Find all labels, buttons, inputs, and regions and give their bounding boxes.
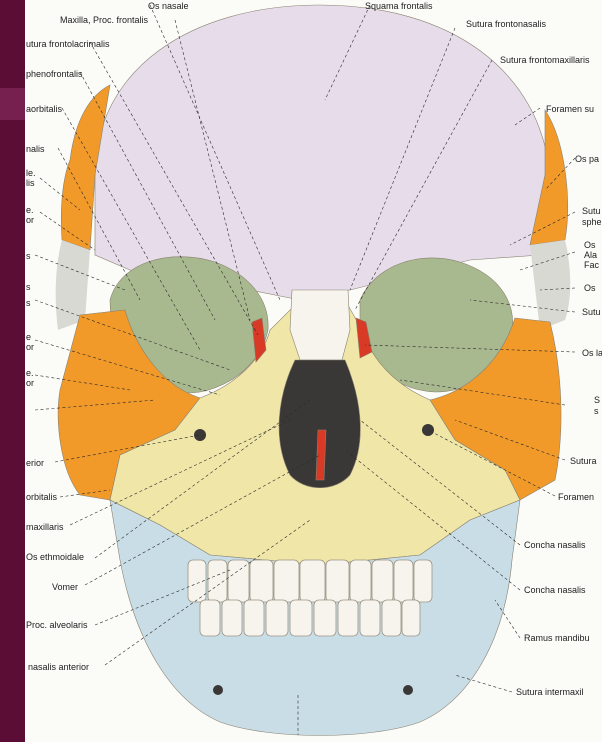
label-right-13: S bbox=[594, 395, 600, 405]
label-os-nasale: Os nasale bbox=[148, 1, 189, 11]
label-left-9: or bbox=[26, 215, 34, 225]
label-right-12: Os la bbox=[582, 348, 602, 358]
label-left-19: maxillaris bbox=[26, 522, 64, 532]
label-left-7: lis bbox=[26, 178, 35, 188]
label-left-8: e. bbox=[26, 205, 34, 215]
upper-tooth bbox=[414, 560, 432, 602]
label-right-19: Ramus mandibu bbox=[524, 633, 590, 643]
lower-tooth bbox=[314, 600, 336, 636]
label-right-5: Sutu bbox=[582, 206, 601, 216]
label-left-17: erior bbox=[26, 458, 44, 468]
label-left-3: phenofrontalis bbox=[26, 69, 83, 79]
lower-tooth bbox=[222, 600, 242, 636]
temporal-right bbox=[530, 240, 570, 330]
upper-tooth bbox=[372, 560, 393, 602]
label-left-5: nalis bbox=[26, 144, 45, 154]
label-right-1: Sutura frontonasalis bbox=[466, 19, 547, 29]
label-right-3: Foramen su bbox=[546, 104, 594, 114]
upper-tooth bbox=[250, 560, 273, 602]
label-right-18: Concha nasalis bbox=[524, 585, 586, 595]
label-right-14: s bbox=[594, 406, 599, 416]
frontal-bone bbox=[95, 5, 550, 300]
label-left-12: s bbox=[26, 298, 31, 308]
upper-tooth bbox=[274, 560, 299, 602]
label-right-16: Foramen bbox=[558, 492, 594, 502]
label-right-17: Concha nasalis bbox=[524, 540, 586, 550]
lower-tooth bbox=[266, 600, 288, 636]
lower-tooth bbox=[290, 600, 312, 636]
label-right-7: Os bbox=[584, 240, 596, 250]
upper-tooth bbox=[300, 560, 325, 602]
label-left-14: or bbox=[26, 342, 34, 352]
label-left-20: Os ethmoidale bbox=[26, 552, 84, 562]
mental-foramen-left bbox=[213, 685, 223, 695]
label-right-15: Sutura bbox=[570, 456, 597, 466]
label-squama-frontalis: Squama frontalis bbox=[365, 1, 433, 11]
lower-tooth bbox=[244, 600, 264, 636]
upper-tooth bbox=[394, 560, 413, 602]
mental-foramen-right bbox=[403, 685, 413, 695]
lower-tooth bbox=[382, 600, 401, 636]
upper-tooth bbox=[350, 560, 371, 602]
label-right-11: Sutu bbox=[582, 307, 601, 317]
lower-tooth bbox=[200, 600, 220, 636]
label-left-2: utura frontolacrimalis bbox=[26, 39, 110, 49]
vomer bbox=[316, 430, 326, 480]
label-right-6: sphe bbox=[582, 217, 602, 227]
upper-tooth bbox=[228, 560, 249, 602]
label-right-4: Os pa bbox=[575, 154, 599, 164]
label-left-22: Proc. alveolaris bbox=[26, 620, 88, 630]
label-left-4: aorbitalis bbox=[26, 104, 63, 114]
label-left-21: Vomer bbox=[52, 582, 78, 592]
label-left-11: s bbox=[26, 282, 31, 292]
label-right-9: Fac bbox=[584, 260, 600, 270]
teeth-upper bbox=[188, 560, 432, 602]
lower-tooth bbox=[360, 600, 380, 636]
upper-tooth bbox=[326, 560, 349, 602]
label-left-23: nasalis anterior bbox=[28, 662, 89, 672]
label-left-1: Maxilla, Proc. frontalis bbox=[60, 15, 149, 25]
label-right-2: Sutura frontomaxillaris bbox=[500, 55, 590, 65]
teeth-lower bbox=[200, 600, 420, 636]
label-left-16: or bbox=[26, 378, 34, 388]
nasal-bone bbox=[290, 290, 350, 360]
label-left-13: e bbox=[26, 332, 31, 342]
lower-tooth bbox=[338, 600, 358, 636]
infraorbital-foramen-left bbox=[194, 429, 206, 441]
label-left-18: orbitalis bbox=[26, 492, 58, 502]
label-left-15: e. bbox=[26, 368, 34, 378]
label-right-8: Ala bbox=[584, 250, 597, 260]
label-right-20: Sutura intermaxil bbox=[516, 687, 584, 697]
label-left-10: s bbox=[26, 251, 31, 261]
label-right-10: Os bbox=[584, 283, 596, 293]
label-left-6: le. bbox=[26, 168, 36, 178]
lower-tooth bbox=[402, 600, 420, 636]
